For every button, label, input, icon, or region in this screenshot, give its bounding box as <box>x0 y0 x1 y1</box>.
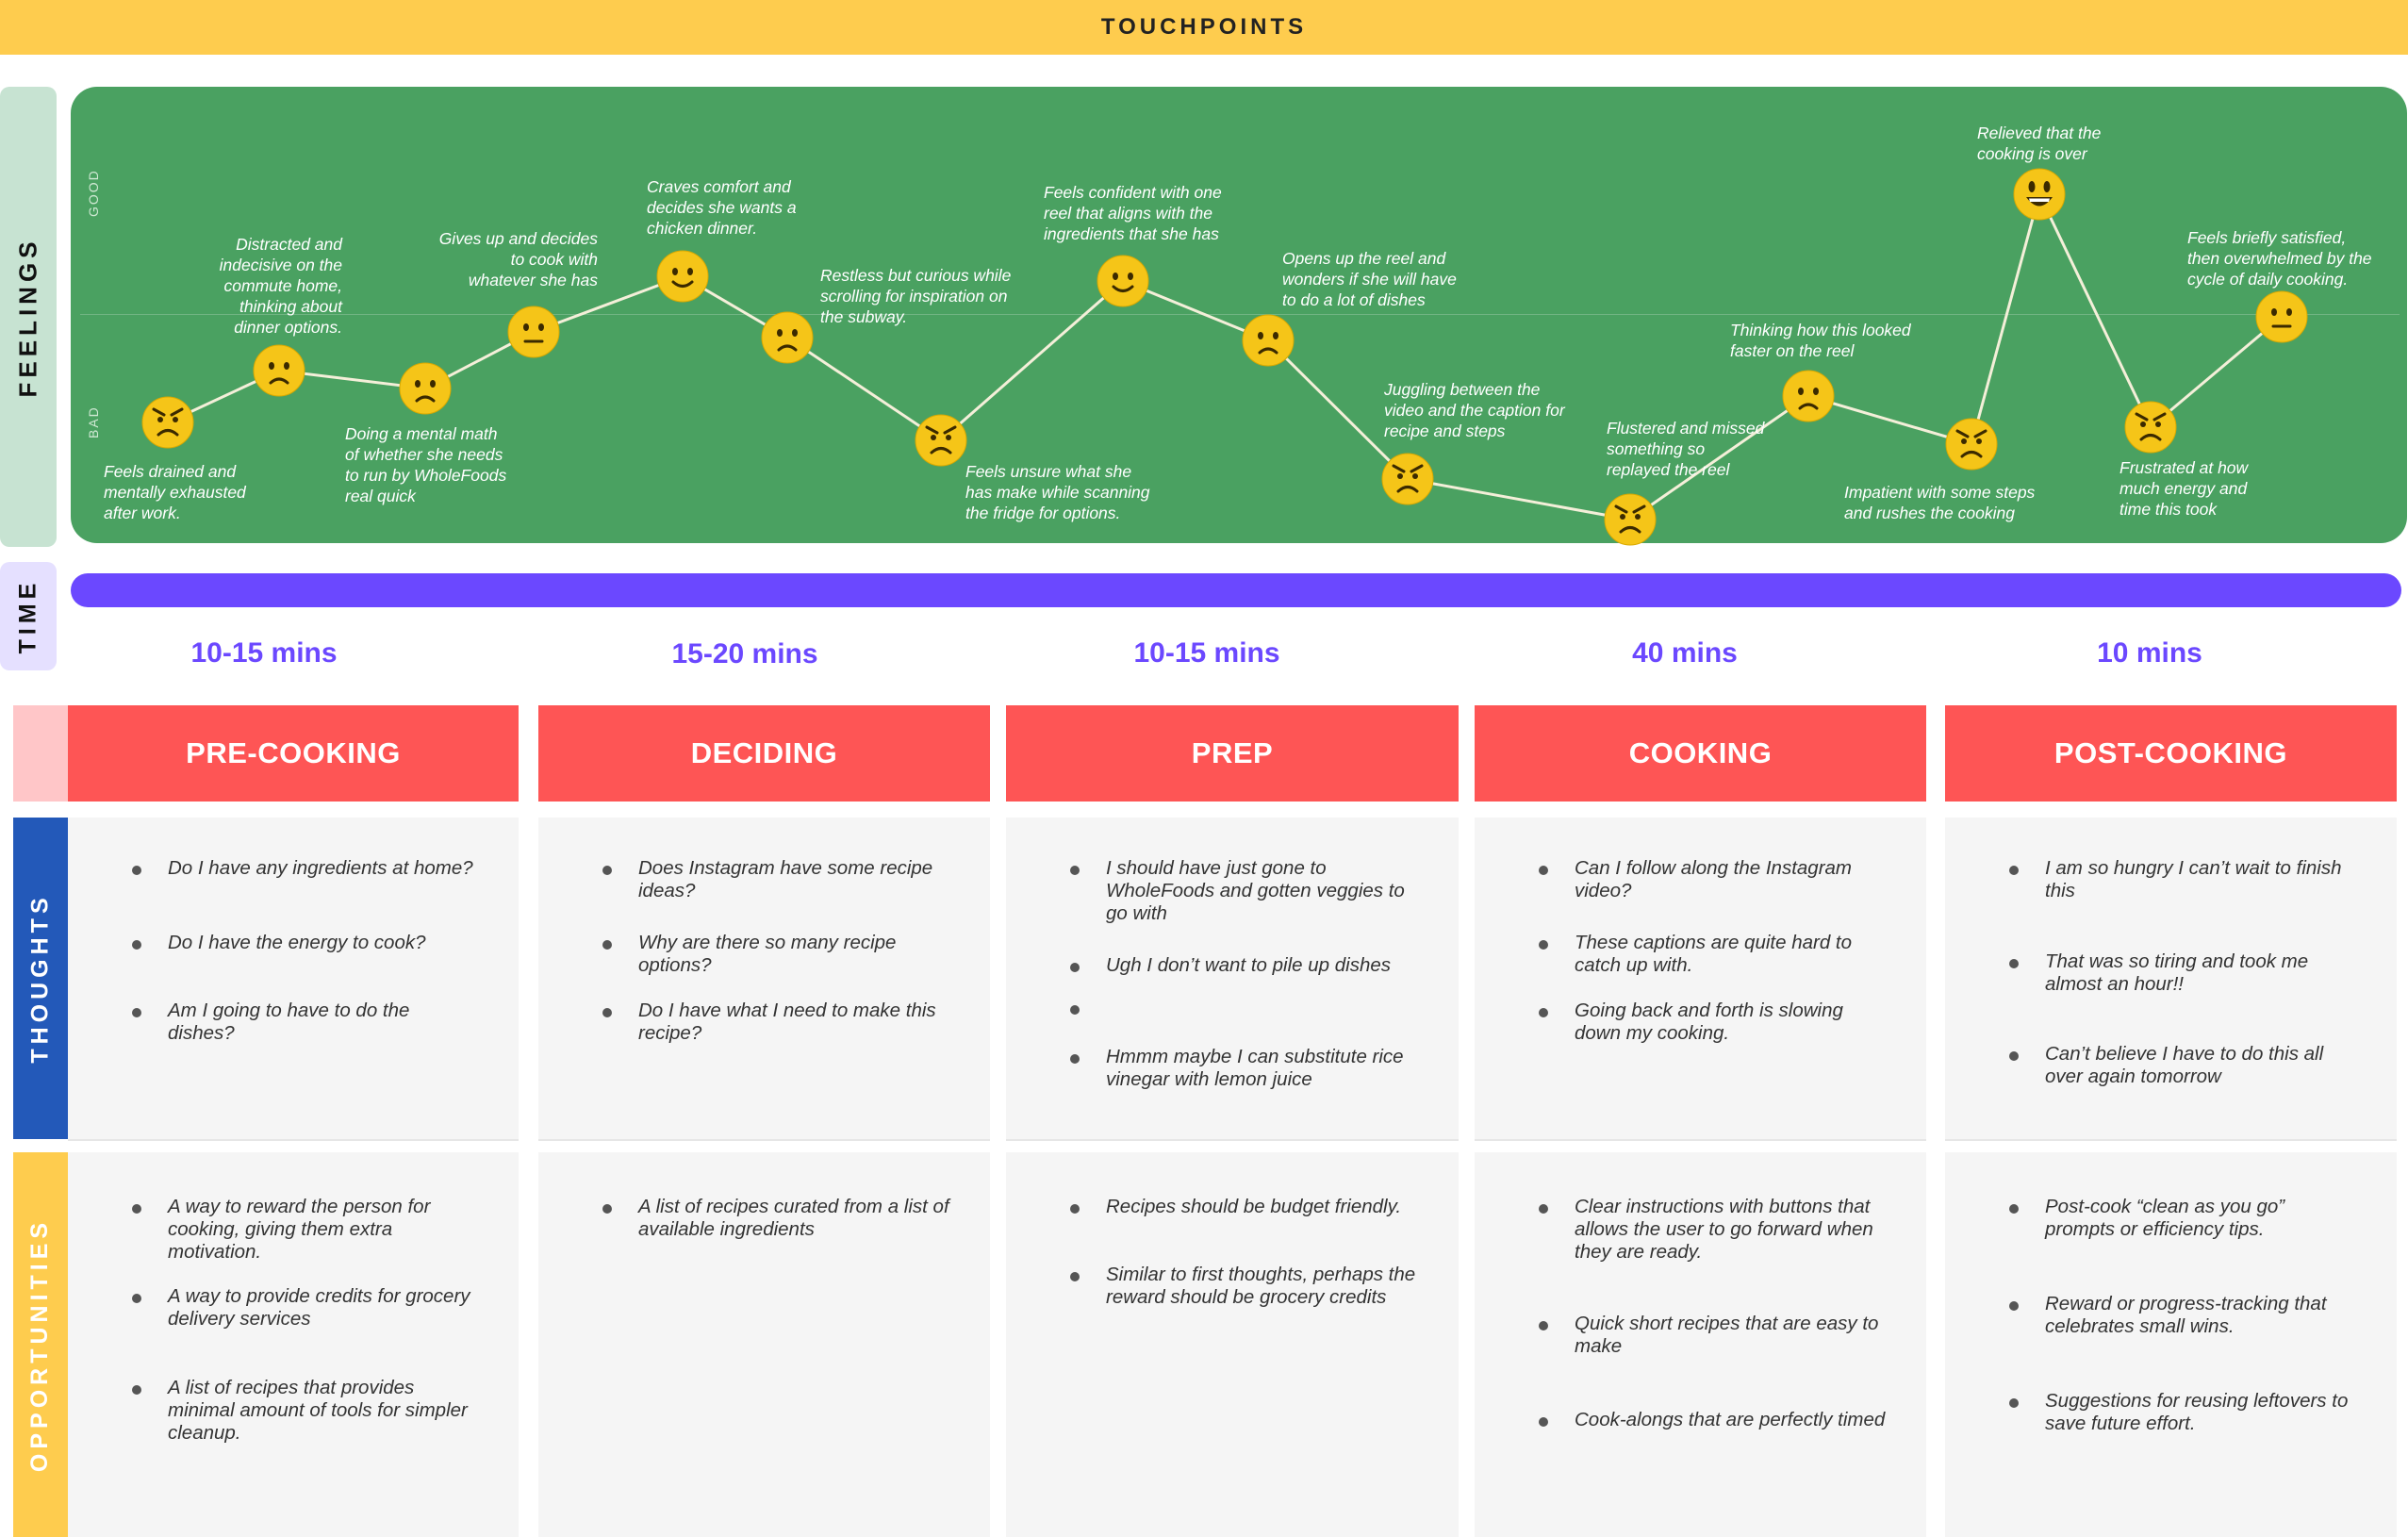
feeling-note: Feels briefly satisfied, then overwhelme… <box>2187 228 2372 289</box>
feeling-note: Gives up and decides to cook with whatev… <box>438 229 598 289</box>
stage-header-prep: PREP <box>1006 705 1459 802</box>
sad-face-icon <box>1780 368 1837 429</box>
thoughts-label-text: THOUGHTS <box>26 893 54 1064</box>
sad-face-icon <box>759 309 816 371</box>
list-item: Does Instagram have some recipe ideas? <box>602 857 949 902</box>
opportunities-cell-deciding: A list of recipes curated from a list of… <box>538 1152 990 1537</box>
thoughts-cell-prep: I should have just gone to WholeFoods an… <box>1006 818 1459 1141</box>
list-item: I should have just gone to WholeFoods an… <box>1070 857 1417 925</box>
list-item: A way to provide credits for grocery del… <box>132 1285 479 1330</box>
stage-header-pre-cooking: PRE-COOKING <box>68 705 519 802</box>
feeling-note: Frustrated at how much energy and time t… <box>2119 458 2249 519</box>
list-item: Cook-alongs that are perfectly timed <box>1539 1409 1886 1431</box>
time-row-label: TIME <box>0 562 57 670</box>
list-item: Hmmm maybe I can substitute rice vinegar… <box>1070 1046 1417 1091</box>
list-item: Quick short recipes that are easy to mak… <box>1539 1313 1886 1358</box>
list-item: Do I have the energy to cook? <box>132 932 479 954</box>
list-item: Reward or progress-tracking that celebra… <box>2009 1293 2356 1338</box>
emotion-faces <box>0 0 2408 603</box>
journey-line <box>167 190 2283 521</box>
grin-face-icon <box>2011 166 2068 227</box>
empty-bullet <box>1070 1005 1080 1015</box>
list-item: Do I have any ingredients at home? <box>132 857 479 880</box>
stage-header-deciding: DECIDING <box>538 705 990 802</box>
sad-face-icon <box>1240 312 1296 373</box>
thoughts-cell-pre-cooking: Do I have any ingredients at home? Do I … <box>68 818 519 1141</box>
feeling-note: Juggling between the video and the capti… <box>1384 380 1565 440</box>
thoughts-cell-post-cooking: I am so hungry I can’t wait to finish th… <box>1945 818 2397 1141</box>
feeling-note: Craves comfort and decides she wants a c… <box>647 177 797 238</box>
angry-face-icon <box>913 412 969 473</box>
list-item: Ugh I don’t want to pile up dishes <box>1070 954 1417 977</box>
duration-label: 10-15 mins <box>190 637 338 669</box>
duration-label: 10-15 mins <box>1133 637 1280 669</box>
list-item: Can I follow along the Instagram video? <box>1539 857 1886 902</box>
stage-header-post-cooking: POST-COOKING <box>1945 705 2397 802</box>
angry-face-icon <box>2122 399 2179 460</box>
duration-label: 10 mins <box>2097 637 2202 669</box>
opportunities-cell-prep: Recipes should be budget friendly. Simil… <box>1006 1152 1459 1537</box>
feelings-row-label: FEELINGS <box>0 87 57 547</box>
list-item: Do I have what I need to make this recip… <box>602 1000 949 1045</box>
opportunities-row-label: OPPORTUNITIES <box>13 1152 68 1537</box>
feelings-chart-panel <box>71 87 2407 543</box>
feeling-note: Relieved that the cooking is over <box>1977 124 2102 163</box>
sad-face-icon <box>397 360 454 421</box>
duration-label: 40 mins <box>1632 637 1738 669</box>
opportunities-label-text: OPPORTUNITIES <box>26 1217 54 1472</box>
feeling-note: Flustered and missed something so replay… <box>1607 419 1765 479</box>
feeling-note: Feels drained and mentally exhausted aft… <box>104 462 246 522</box>
thoughts-row-label: THOUGHTS <box>13 818 68 1139</box>
list-item: A way to reward the person for cooking, … <box>132 1196 479 1264</box>
list-item: Why are there so many recipe options? <box>602 932 949 977</box>
mid-line <box>80 314 2400 315</box>
feeling-note: Opens up the reel and wonders if she wil… <box>1282 249 1457 309</box>
feeling-note: Doing a mental math of whether she needs… <box>345 424 507 505</box>
angry-face-icon <box>1602 491 1658 553</box>
feeling-note: Impatient with some steps and rushes the… <box>1844 483 2036 522</box>
opportunities-cell-cooking: Clear instructions with buttons that all… <box>1475 1152 1926 1537</box>
angry-face-icon <box>140 394 196 455</box>
emotion-journey-line <box>167 190 2283 521</box>
list-item: Recipes should be budget friendly. <box>1070 1196 1417 1218</box>
angry-face-icon <box>1379 451 1436 512</box>
happy-face-icon <box>654 248 711 309</box>
thoughts-cell-deciding: Does Instagram have some recipe ideas? W… <box>538 818 990 1141</box>
list-item: Can’t believe I have to do this all over… <box>2009 1043 2356 1088</box>
feeling-note: Feels unsure what she has make while sca… <box>965 462 1150 522</box>
angry-face-icon <box>1943 416 2000 477</box>
feeling-note: Feels confident with one reel that align… <box>1044 183 1222 243</box>
list-item: These captions are quite hard to catch u… <box>1539 932 1886 977</box>
list-item: Suggestions for reusing leftovers to sav… <box>2009 1390 2356 1435</box>
neutral-face-icon <box>505 304 562 365</box>
list-item: I am so hungry I can’t wait to finish th… <box>2009 857 2356 902</box>
duration-label: 15-20 mins <box>671 638 818 669</box>
thoughts-cell-cooking: Can I follow along the Instagram video? … <box>1475 818 1926 1141</box>
list-item: Going back and forth is slowing down my … <box>1539 1000 1886 1045</box>
happy-face-icon <box>1095 253 1151 314</box>
touchpoints-banner <box>0 0 2408 55</box>
time-bar <box>71 573 2401 607</box>
feeling-note: Restless but curious while scrolling for… <box>820 266 1012 326</box>
list-item: Clear instructions with buttons that all… <box>1539 1196 1886 1264</box>
list-item: Similar to first thoughts, perhaps the r… <box>1070 1264 1417 1309</box>
stage-header-accent <box>13 705 68 802</box>
opportunities-cell-post-cooking: Post-cook “clean as you go” prompts or e… <box>1945 1152 2397 1537</box>
sad-face-icon <box>251 342 307 404</box>
stage-header-cooking: COOKING <box>1475 705 1926 802</box>
touchpoints-title: TOUCHPOINTS <box>1100 14 1308 40</box>
feeling-note: Distracted and indecisive on the commute… <box>219 235 342 337</box>
neutral-face-icon <box>2253 289 2310 350</box>
list-item: Post-cook “clean as you go” prompts or e… <box>2009 1196 2356 1241</box>
list-item: A list of recipes that provides minimal … <box>132 1377 479 1445</box>
feeling-note: Thinking how this looked faster on the r… <box>1730 321 1911 360</box>
list-item: A list of recipes curated from a list of… <box>602 1196 949 1241</box>
opportunities-cell-pre-cooking: A way to reward the person for cooking, … <box>68 1152 519 1537</box>
list-item: That was so tiring and took me almost an… <box>2009 950 2356 996</box>
list-item: Am I going to have to do the dishes? <box>132 1000 479 1045</box>
